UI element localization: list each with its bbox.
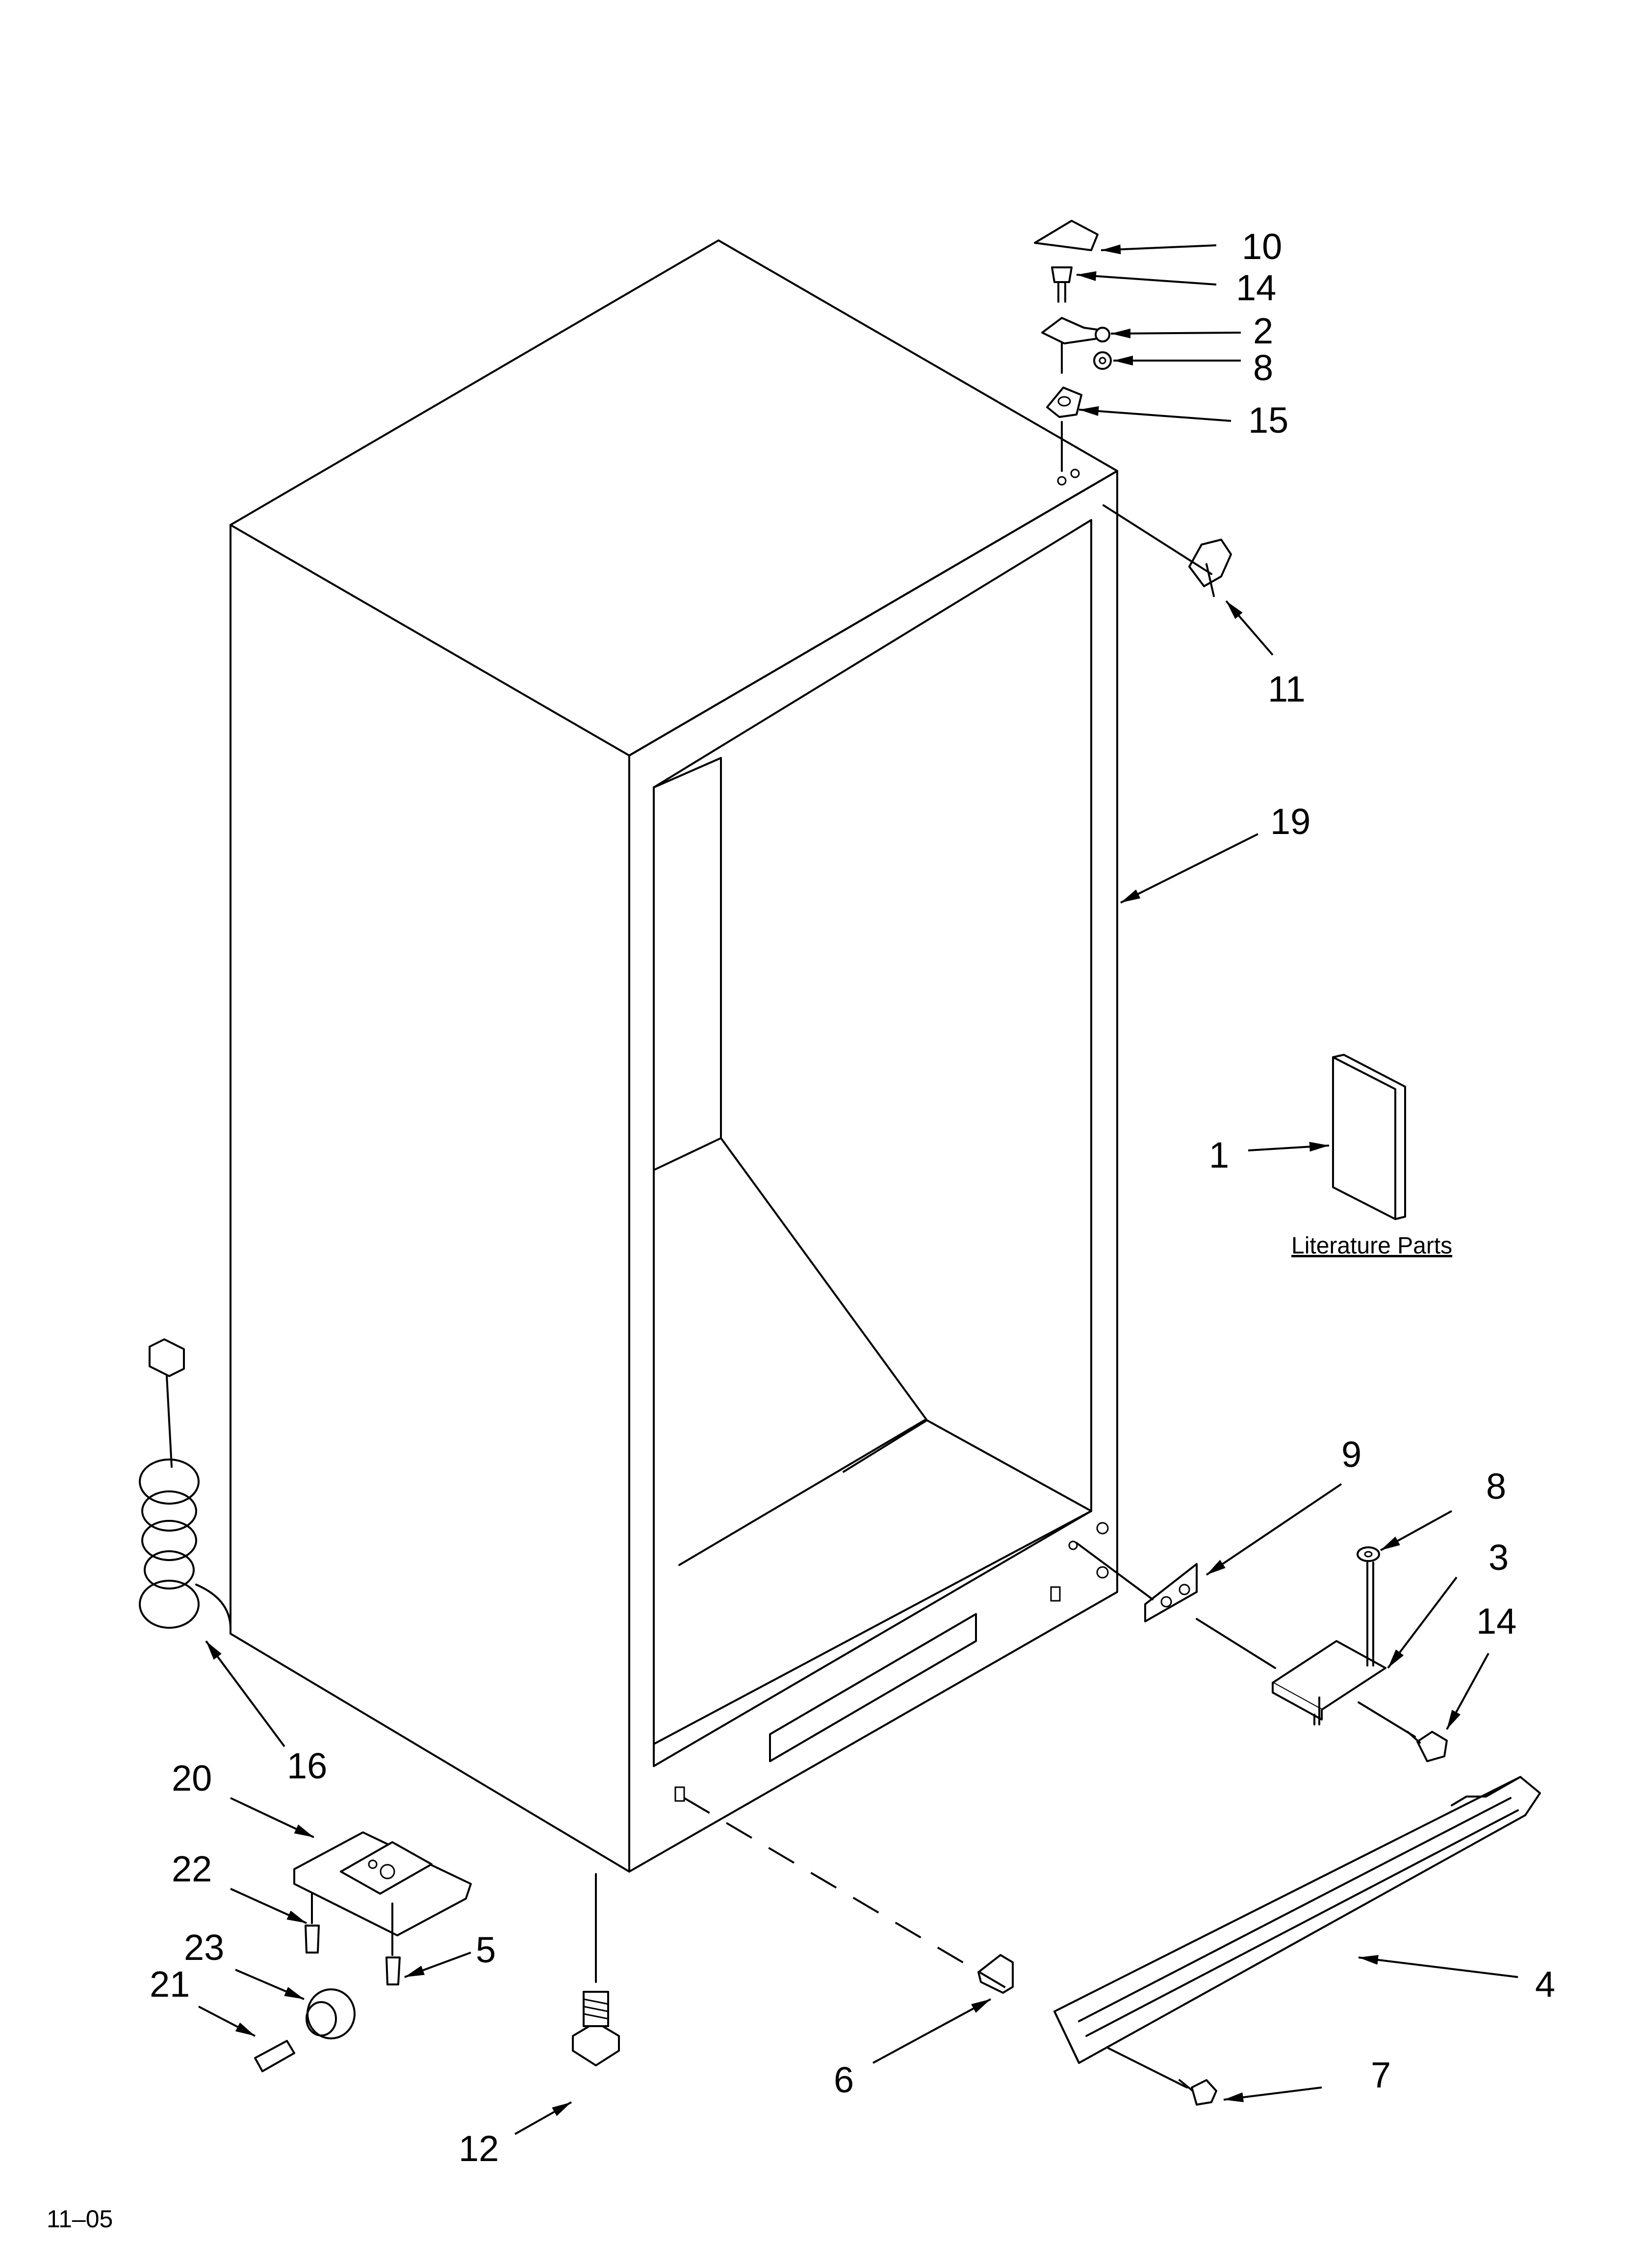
callout-14-bottom: 14 <box>1476 1601 1516 1642</box>
leader-lines <box>198 244 1518 2135</box>
roller-pin <box>254 2040 295 2072</box>
grille-clip <box>977 1954 1014 1994</box>
bottom-hinge-bracket <box>1144 1563 1198 1622</box>
power-cord <box>139 1338 231 1630</box>
callout-23: 23 <box>184 1927 224 1968</box>
plate-screw-right <box>385 1903 401 1985</box>
callout-16: 16 <box>287 1746 327 1786</box>
callout-7: 7 <box>1371 2055 1391 2095</box>
grille-screw <box>1179 2079 1217 2106</box>
callout-3: 3 <box>1488 1537 1509 1578</box>
callout-11: 11 <box>1268 669 1306 709</box>
literature-booklet <box>1332 1054 1406 1220</box>
callout-21: 21 <box>150 1964 190 2005</box>
roller-sleeve <box>306 1988 356 2039</box>
washer-top <box>1093 351 1112 370</box>
leveling-plate <box>293 1831 472 1936</box>
hinge-pin <box>1366 1562 1374 1667</box>
footer-code: 11–05 <box>47 2205 113 2233</box>
callout-12: 12 <box>459 2128 499 2169</box>
callout-6: 6 <box>834 2059 854 2100</box>
callout-10: 10 <box>1242 226 1282 267</box>
hinge-screw-top <box>1051 266 1073 303</box>
cabinet-body <box>230 239 1118 1873</box>
base-grille <box>1053 1776 1541 2064</box>
hinge-screw-bottom <box>1407 1731 1448 1762</box>
top-hinge-cover <box>1034 220 1099 251</box>
callout-22: 22 <box>172 1849 212 1889</box>
door-stop <box>1188 539 1232 597</box>
plate-screw-left <box>305 1893 320 1954</box>
leveling-leg <box>572 1991 620 2066</box>
callout-1: 1 <box>1209 1135 1229 1175</box>
callout-4: 4 <box>1535 1964 1555 2005</box>
callout-5: 5 <box>476 1929 496 1970</box>
top-hinge <box>1041 317 1110 344</box>
callout-19: 19 <box>1270 801 1310 842</box>
hinge-shim <box>1046 387 1082 418</box>
callout-14-top: 14 <box>1236 267 1276 308</box>
callout-8-bottom: 8 <box>1486 1466 1506 1507</box>
callout-2: 2 <box>1253 311 1273 351</box>
callout-15: 15 <box>1248 400 1288 441</box>
callout-8-top: 8 <box>1253 347 1273 388</box>
literature-caption: Literature Parts <box>1291 1233 1452 1259</box>
washer-bottom <box>1357 1546 1380 1562</box>
bottom-hinge <box>1272 1640 1386 1725</box>
callout-20: 20 <box>172 1758 212 1799</box>
callout-9: 9 <box>1341 1434 1361 1475</box>
